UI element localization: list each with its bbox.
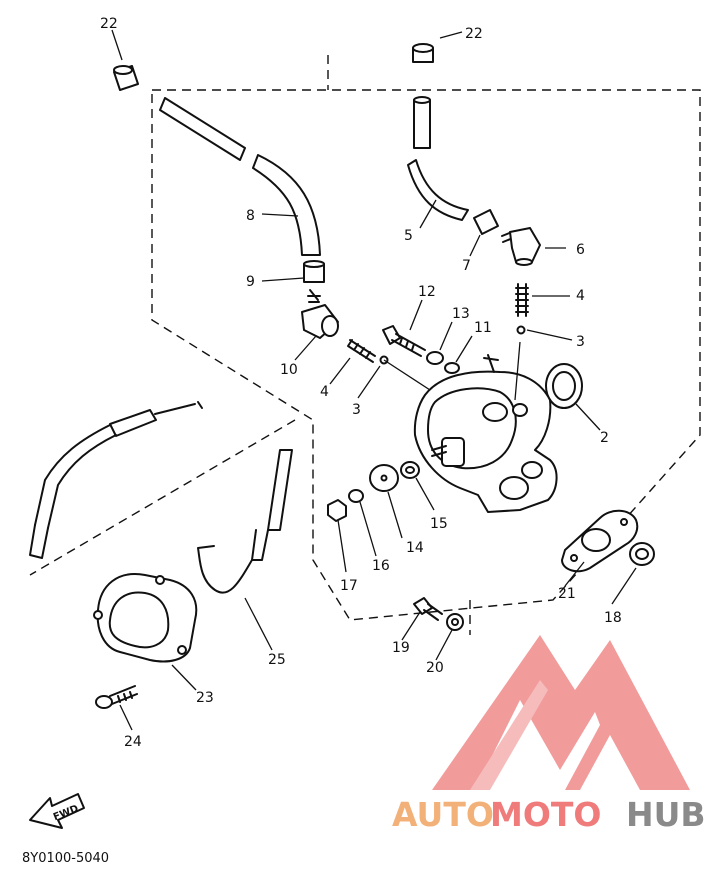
nut-17 xyxy=(327,499,347,522)
hose-8 xyxy=(159,97,321,256)
callout-25: 25 xyxy=(268,652,286,668)
oil-pump-body xyxy=(413,341,558,513)
oil-seal-2 xyxy=(545,363,583,409)
hose-5 xyxy=(407,96,469,221)
callout-7: 7 xyxy=(462,258,471,274)
diagram-code: 8Y0100-5040 xyxy=(22,851,109,866)
bolt-19 xyxy=(413,597,443,621)
callout-20: 20 xyxy=(426,660,444,676)
spring-4-left xyxy=(347,339,376,363)
callout-2: 2 xyxy=(600,430,609,446)
bolt-12 xyxy=(382,325,426,357)
ball-3-right xyxy=(516,325,526,335)
callout-22-left: 22 xyxy=(100,16,118,32)
callout-5: 5 xyxy=(404,228,413,244)
callout-11: 11 xyxy=(474,320,492,336)
screw-24 xyxy=(95,685,138,709)
callout-18: 18 xyxy=(604,610,622,626)
watermark-text: AUTO MOTO HUB xyxy=(392,795,706,834)
automotohub-logo-icon xyxy=(432,635,690,790)
callout-13: 13 xyxy=(452,306,470,322)
pump-cover-23 xyxy=(93,573,198,663)
spring-4-right xyxy=(515,283,529,317)
callout-6: 6 xyxy=(576,242,585,258)
callout-12: 12 xyxy=(418,284,436,300)
washer-13 xyxy=(426,351,444,365)
washer-20 xyxy=(446,613,464,631)
washer-15 xyxy=(400,461,420,479)
washer-11 xyxy=(444,362,460,374)
watermark-hub: HUB xyxy=(626,795,706,834)
callout-4-left: 4 xyxy=(320,384,329,400)
callout-4-right: 4 xyxy=(576,288,585,304)
callout-labels: 22 22 8 5 9 6 7 4 3 12 13 11 10 4 3 2 15… xyxy=(100,16,622,750)
ferrule-9 xyxy=(303,260,325,283)
callout-23: 23 xyxy=(196,690,214,706)
leader-lines xyxy=(111,29,637,731)
callout-10: 10 xyxy=(280,362,298,378)
o-ring-18 xyxy=(629,542,655,566)
watermark-auto: AUTO xyxy=(392,795,494,834)
cap-22-right xyxy=(412,43,434,63)
callout-3-right: 3 xyxy=(576,334,585,350)
callout-14: 14 xyxy=(406,540,424,556)
cap-22-left xyxy=(113,65,139,91)
assembly-boundary xyxy=(29,55,701,635)
ferrule-7 xyxy=(473,209,499,235)
washer-16 xyxy=(348,489,364,503)
callout-3-left: 3 xyxy=(352,402,361,418)
gasket-21 xyxy=(561,509,639,573)
plate-14 xyxy=(369,464,399,492)
callout-8: 8 xyxy=(246,208,255,224)
forward-arrow-icon: FWD xyxy=(29,793,85,829)
callout-16: 16 xyxy=(372,558,390,574)
callout-9: 9 xyxy=(246,274,255,290)
watermark-moto: MOTO xyxy=(490,795,601,834)
callout-19: 19 xyxy=(392,640,410,656)
elbow-10 xyxy=(301,289,339,339)
callout-21: 21 xyxy=(558,586,576,602)
callout-15: 15 xyxy=(430,516,448,532)
pump-cable xyxy=(29,401,203,559)
callout-24: 24 xyxy=(124,734,142,750)
cable-25 xyxy=(197,449,293,594)
elbow-6 xyxy=(501,227,541,266)
callout-22-right: 22 xyxy=(465,26,483,42)
callout-17: 17 xyxy=(340,578,358,594)
